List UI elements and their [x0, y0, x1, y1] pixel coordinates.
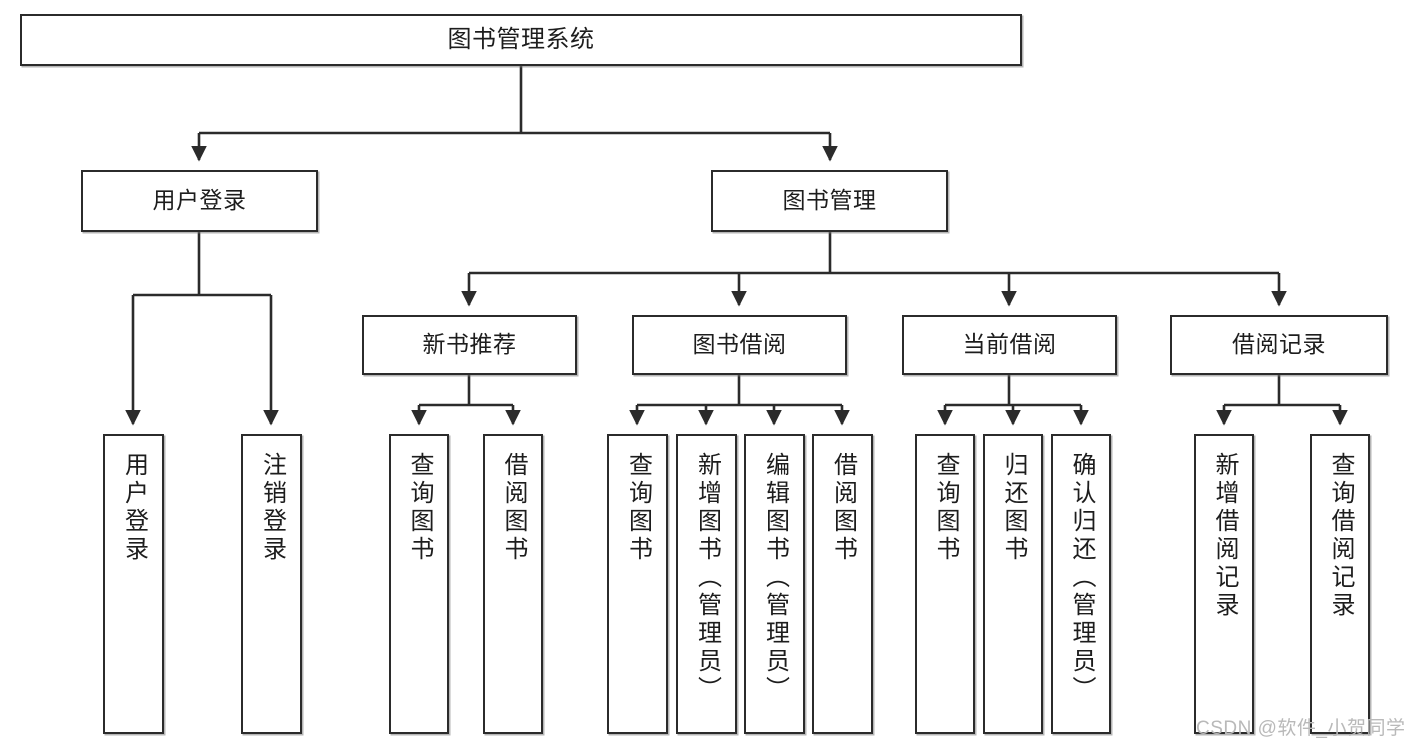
node-label: 新书推荐 [422, 331, 517, 358]
node-label: 查询图书 [624, 452, 652, 564]
node-label: 确认归还（管理员） [1068, 452, 1095, 704]
node-label: 归还图书 [1000, 452, 1027, 564]
node-label: 用户登录 [152, 187, 247, 214]
node-label: 查询图书 [406, 452, 433, 564]
node-label: 借阅图书 [829, 452, 857, 564]
leaf-query-record[interactable]: 查询借阅记录 [1310, 434, 1370, 734]
node-label: 借阅图书 [500, 452, 527, 564]
node-book-borrow[interactable]: 图书借阅 [632, 315, 847, 375]
node-label: 图书管理系统 [447, 25, 595, 53]
node-label: 查询图书 [932, 452, 959, 564]
leaf-confirm-return[interactable]: 确认归还（管理员） [1051, 434, 1111, 734]
node-label: 当前借阅 [962, 331, 1057, 358]
node-label: 新增图书（管理员） [693, 452, 721, 704]
leaf-query-book-2[interactable]: 查询图书 [607, 434, 668, 734]
node-label: 编辑图书（管理员） [761, 452, 789, 704]
node-label: 新增借阅记录 [1211, 452, 1238, 620]
leaf-add-book[interactable]: 新增图书（管理员） [676, 434, 737, 734]
node-label: 图书借阅 [692, 331, 787, 358]
node-label: 注销登录 [258, 452, 286, 564]
node-current-borrow[interactable]: 当前借阅 [902, 315, 1117, 375]
leaf-query-book-1[interactable]: 查询图书 [389, 434, 449, 734]
node-new-book-rec[interactable]: 新书推荐 [362, 315, 577, 375]
node-label: 借阅记录 [1232, 331, 1326, 358]
csdn-watermark: CSDN @软件_小贺同学 [1196, 718, 1405, 739]
node-book-manage[interactable]: 图书管理 [711, 170, 948, 232]
node-label: 查询借阅记录 [1327, 452, 1354, 620]
node-user-login[interactable]: 用户登录 [81, 170, 318, 232]
node-label: 用户登录 [120, 452, 148, 564]
leaf-query-book-3[interactable]: 查询图书 [915, 434, 975, 734]
leaf-borrow-book-1[interactable]: 借阅图书 [483, 434, 543, 734]
node-label: 图书管理 [782, 187, 877, 214]
node-root-system[interactable]: 图书管理系统 [20, 14, 1022, 66]
leaf-user-login[interactable]: 用户登录 [103, 434, 164, 734]
node-borrow-record[interactable]: 借阅记录 [1170, 315, 1388, 375]
leaf-edit-book[interactable]: 编辑图书（管理员） [744, 434, 805, 734]
leaf-add-record[interactable]: 新增借阅记录 [1194, 434, 1254, 734]
leaf-return-book[interactable]: 归还图书 [983, 434, 1043, 734]
leaf-borrow-book-2[interactable]: 借阅图书 [812, 434, 873, 734]
leaf-logout[interactable]: 注销登录 [241, 434, 302, 734]
